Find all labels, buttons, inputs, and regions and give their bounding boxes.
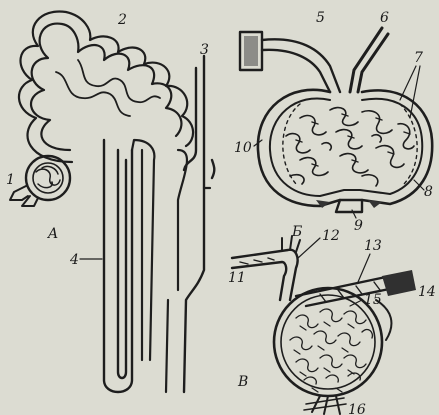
label-7: 7 — [414, 50, 423, 66]
label-6: 6 — [380, 10, 389, 26]
efferent-vessel — [350, 28, 388, 92]
afferent-vessel — [240, 32, 340, 92]
panel-c-letter: В — [237, 374, 248, 390]
glomerulus-capillaries — [286, 108, 414, 186]
arteriole-vessels — [232, 236, 300, 300]
label-13: 13 — [364, 238, 382, 254]
loop-of-henle — [104, 140, 154, 392]
renal-corpuscle — [10, 156, 70, 206]
label-10: 10 — [234, 140, 252, 156]
convoluted-tubule — [19, 11, 193, 162]
label-15: 15 — [364, 292, 382, 308]
label-3: 3 — [200, 42, 209, 58]
label-8: 8 — [424, 184, 433, 200]
capillary-tuft — [290, 309, 372, 392]
panel-a-nephron: 1 2 3 4 A — [6, 11, 214, 392]
collecting-duct — [166, 56, 214, 392]
label-1: 1 — [6, 172, 15, 188]
label-16: 16 — [348, 402, 366, 415]
label-2: 2 — [117, 12, 127, 28]
label-5: 5 — [316, 10, 325, 26]
panel-a-letter: A — [46, 226, 58, 242]
label-4: 4 — [69, 252, 79, 268]
urinary-pole — [316, 200, 382, 212]
label-12: 12 — [322, 228, 340, 244]
label-9: 9 — [354, 218, 363, 234]
label-11: 11 — [228, 270, 246, 286]
label-14: 14 — [418, 284, 436, 300]
panel-c-glomerulus: 11 12 13 14 15 16 В — [228, 228, 436, 415]
panel-b-corpuscle: 5 6 7 8 9 10 Б — [234, 10, 433, 240]
bottom-vessels — [304, 396, 346, 414]
